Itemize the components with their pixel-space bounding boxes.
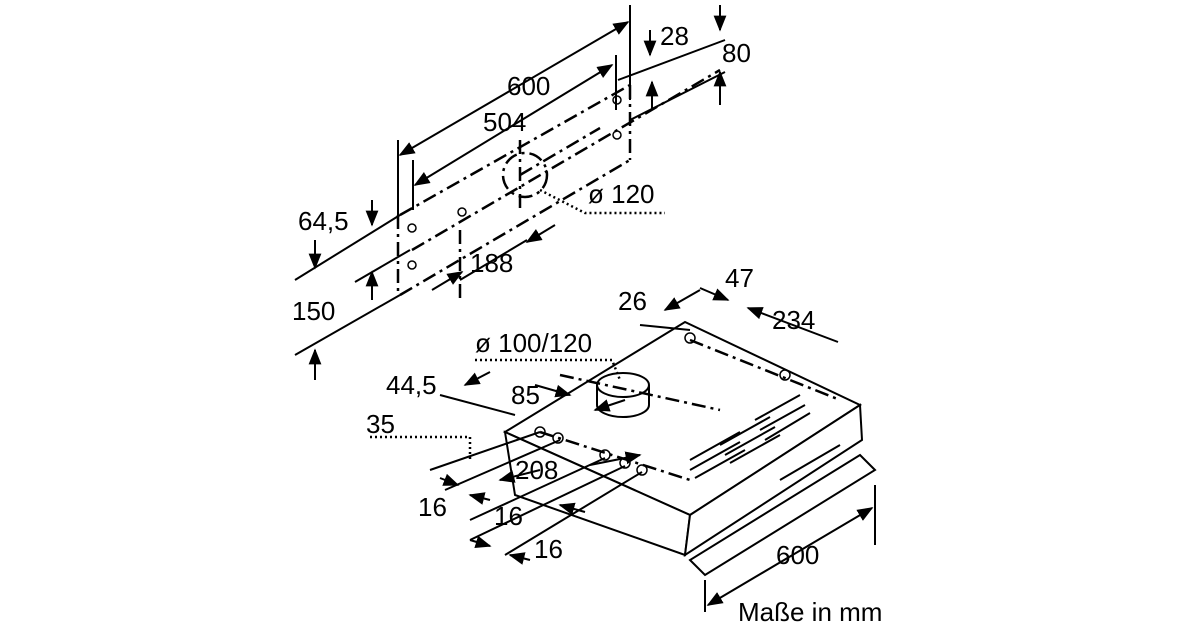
units-note: Maße in mm: [738, 597, 882, 627]
dim-28: 28: [660, 21, 689, 51]
dim-35: 35: [366, 409, 395, 439]
dim-47: 47: [725, 263, 754, 293]
dim-64-5: 64,5: [298, 206, 349, 236]
dim-44-5: 44,5: [386, 370, 437, 400]
dim-16-c: 16: [534, 534, 563, 564]
dim-234: 234: [772, 305, 815, 335]
dim-85: 85: [511, 380, 540, 410]
dim-80: 80: [722, 38, 751, 68]
dim-150: 150: [292, 296, 335, 326]
dim-16-a: 16: [418, 492, 447, 522]
dim-wall-width-600: 600: [507, 71, 550, 101]
ventilation-grille: [689, 394, 811, 479]
cooker-hood: [370, 287, 877, 612]
dim-duct-diameter: ø 120: [588, 179, 655, 209]
dim-208: 208: [515, 455, 558, 485]
dim-504: 504: [483, 107, 526, 137]
dim-26: 26: [618, 286, 647, 316]
dim-16-b: 16: [494, 501, 523, 531]
dim-188: 188: [470, 248, 513, 278]
dim-hood-width-600: 600: [776, 540, 819, 570]
dim-outlet-diameter: ø 100/120: [475, 328, 592, 358]
wall-mounting-template: [294, 5, 727, 380]
